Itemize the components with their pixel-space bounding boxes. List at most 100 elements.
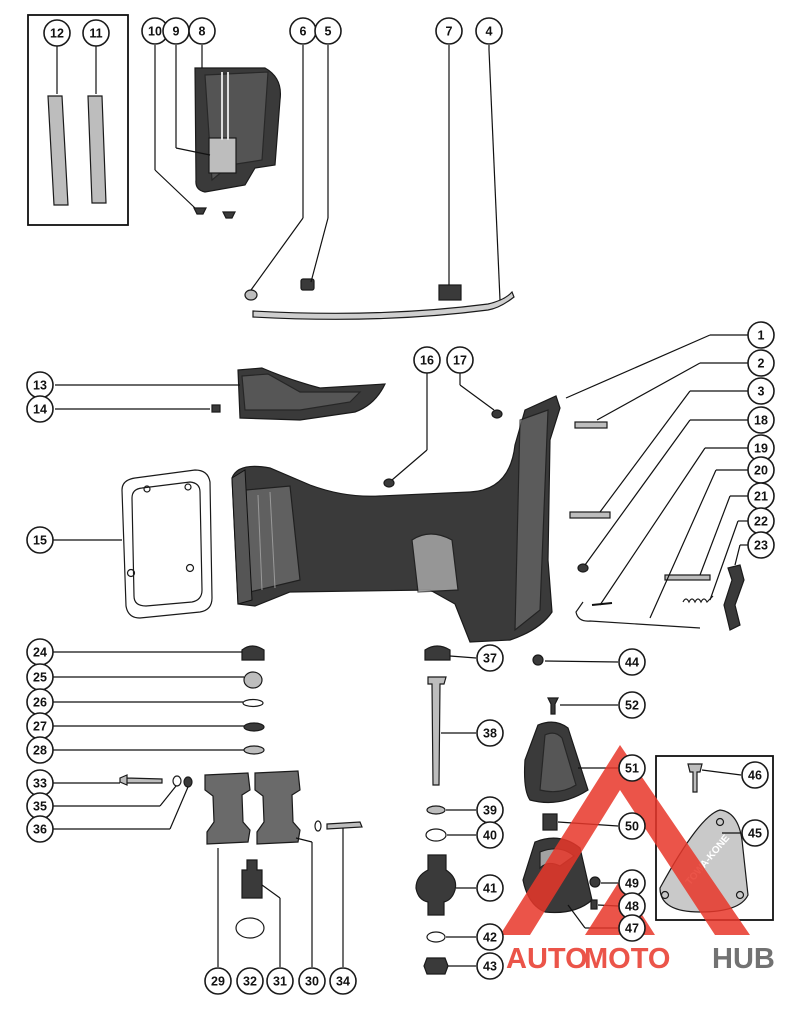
bushing-41	[415, 854, 457, 916]
exhaust-cover	[211, 367, 386, 421]
watermark-auto: AUTO	[506, 943, 588, 975]
callout-label: 33	[33, 777, 47, 791]
callout-circle	[236, 967, 264, 995]
callout-44: 44	[618, 648, 646, 676]
callout-11: 11	[82, 19, 110, 47]
screw-14	[211, 404, 221, 413]
callout-circle	[618, 914, 646, 942]
cap-24	[241, 645, 265, 661]
shift-rod-assembly	[244, 278, 515, 320]
callout-circle	[435, 17, 463, 45]
plug-50	[542, 813, 558, 831]
callout-label: 21	[754, 490, 768, 504]
callout-label: 47	[625, 922, 639, 936]
callout-circle	[314, 17, 342, 45]
callout-8: 8	[188, 17, 216, 45]
callout-label: 44	[625, 656, 639, 670]
pin-21	[664, 574, 711, 581]
screw-10b	[222, 211, 236, 219]
callout-15: 15	[26, 526, 54, 554]
spring-22	[682, 595, 714, 604]
callout-label: 7	[446, 25, 453, 39]
callout-label: 30	[305, 975, 319, 989]
callout-label: 24	[33, 646, 47, 660]
callout-42: 42	[476, 923, 504, 951]
callout-label: 39	[483, 804, 497, 818]
callout-34: 34	[329, 967, 357, 995]
callout-label: 40	[483, 829, 497, 843]
callout-circle	[747, 349, 775, 377]
callout-label: 3	[758, 385, 765, 399]
callout-31: 31	[266, 967, 294, 995]
callout-label: 32	[243, 975, 257, 989]
callout-39: 39	[476, 796, 504, 824]
stud-2	[574, 421, 608, 429]
callout-circle	[618, 648, 646, 676]
callout-circle	[204, 967, 232, 995]
callout-12: 12	[43, 19, 71, 47]
callout-circle	[747, 406, 775, 434]
callout-circle	[43, 19, 71, 47]
callout-circle	[476, 644, 504, 672]
callout-circle	[266, 967, 294, 995]
callout-label: 11	[89, 27, 102, 41]
callout-51: 51	[618, 754, 646, 782]
callout-label: 49	[625, 877, 639, 891]
washer-40	[425, 828, 447, 842]
callout-circle	[741, 761, 769, 789]
callout-circle	[26, 395, 54, 423]
sleeve-7	[438, 284, 462, 301]
washer-28	[243, 745, 265, 755]
gasket-32	[235, 917, 265, 939]
callout-label: 35	[33, 800, 47, 814]
callout-4: 4	[475, 17, 503, 45]
callout-label: 34	[336, 975, 350, 989]
washer-35	[172, 775, 182, 787]
screw-10a	[193, 207, 207, 215]
callout-label: 38	[483, 727, 497, 741]
callout-label: 43	[483, 960, 497, 974]
callout-label: 26	[33, 696, 47, 710]
washer-39	[426, 805, 446, 815]
screw-52	[547, 697, 559, 715]
callout-circle	[476, 874, 504, 902]
nut-36	[183, 776, 193, 788]
callout-circle	[329, 967, 357, 995]
decal-12	[47, 95, 69, 206]
callout-circle	[446, 346, 474, 374]
nut-44	[532, 654, 544, 666]
cowl-panel	[208, 137, 237, 174]
callout-circle	[618, 691, 646, 719]
callout-label: 18	[754, 414, 768, 428]
callout-37: 37	[476, 644, 504, 672]
callout-label: 22	[754, 515, 768, 529]
cap-37	[424, 645, 451, 661]
shift-shaft-20	[575, 601, 701, 629]
callout-circle	[747, 377, 775, 405]
cowl-bracket	[193, 67, 282, 219]
pin-48	[590, 899, 598, 910]
carrier-30	[254, 770, 301, 845]
callout-label: 27	[33, 720, 47, 734]
callout-36: 36	[26, 815, 54, 843]
callout-17: 17	[446, 346, 474, 374]
plate-45	[659, 809, 749, 913]
callout-33: 33	[26, 769, 54, 797]
callout-circle	[298, 967, 326, 995]
link-23	[723, 564, 745, 631]
callout-50: 50	[618, 812, 646, 840]
nut-43	[423, 957, 449, 975]
callout-label: 51	[625, 762, 639, 776]
callout-label: 1	[758, 329, 765, 343]
callout-3: 3	[747, 377, 775, 405]
callout-21: 21	[747, 482, 775, 510]
washer-42	[426, 931, 446, 943]
callout-circle	[476, 719, 504, 747]
callout-label: 48	[625, 900, 639, 914]
callout-label: 23	[754, 539, 768, 553]
carrier-29	[204, 772, 251, 845]
callout-circle	[82, 19, 110, 47]
callout-label: 8	[199, 25, 206, 39]
callout-label: 45	[748, 827, 762, 841]
gear-housing	[231, 395, 561, 643]
